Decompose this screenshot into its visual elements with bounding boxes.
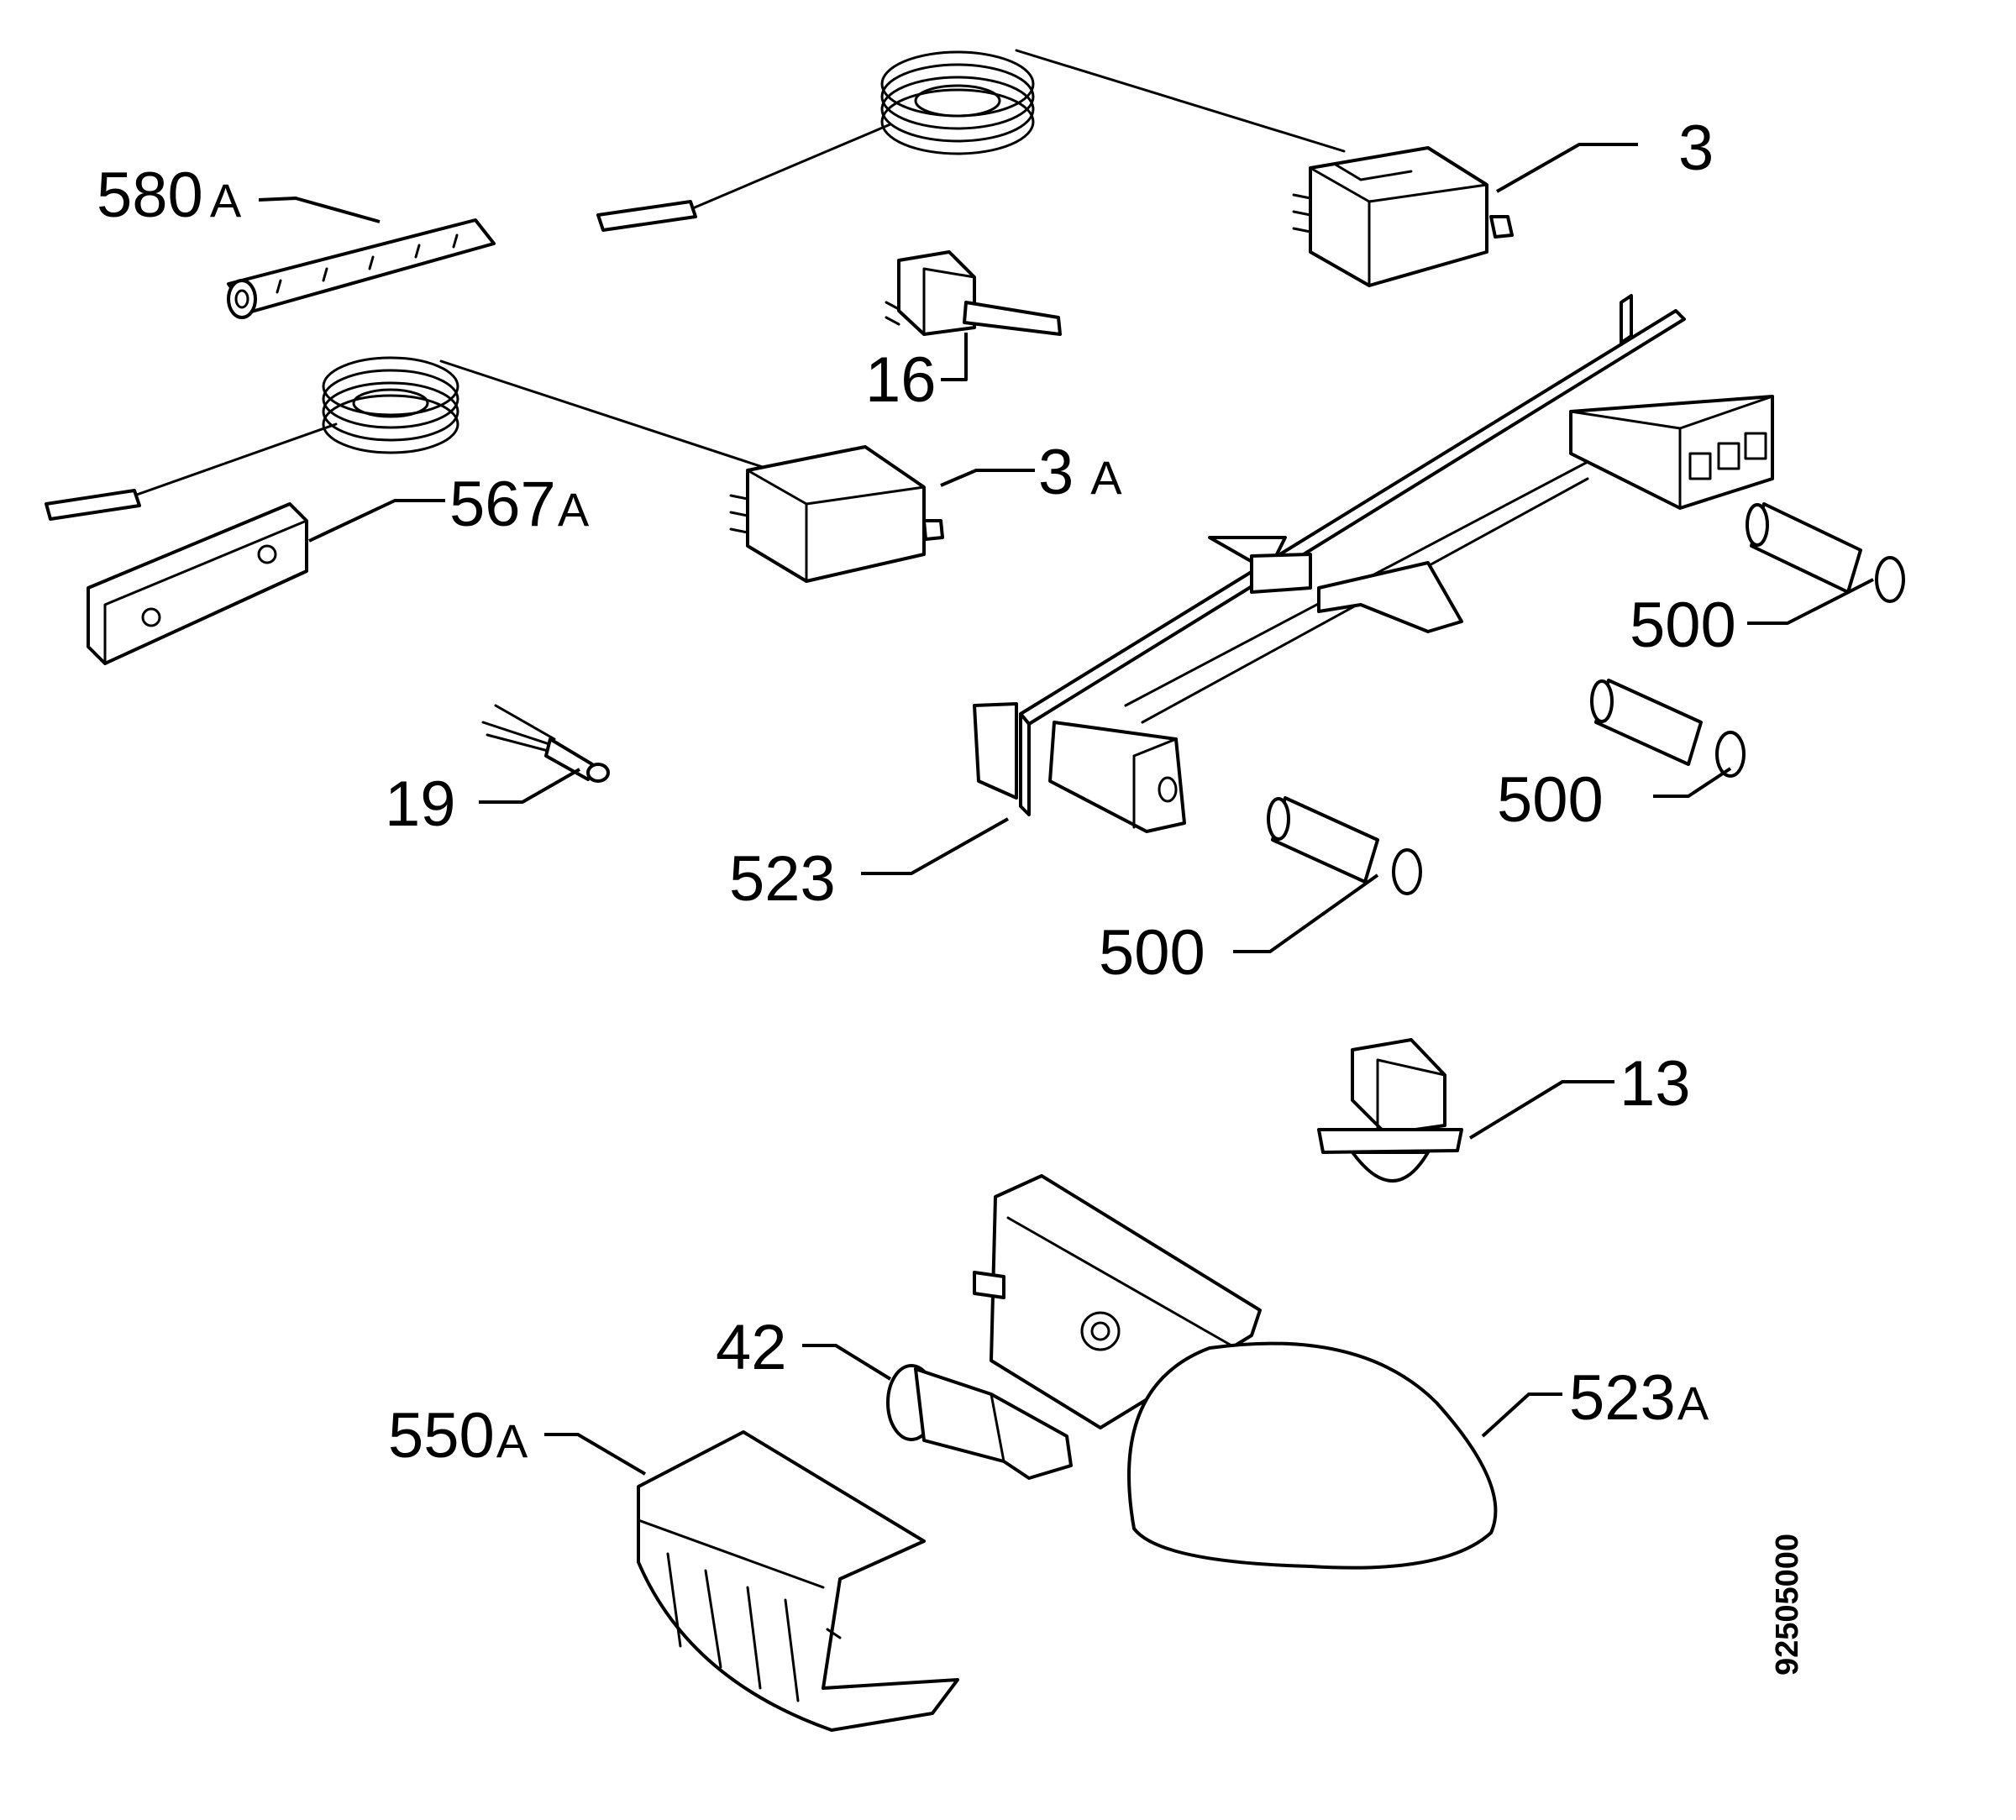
part-16-switch: [885, 250, 1062, 336]
leader-13: [1468, 1080, 1614, 1140]
leader-19: [479, 768, 580, 804]
callout-567a: 567A: [449, 469, 590, 540]
leader-3: [1496, 143, 1638, 193]
callout-3: 3: [1678, 113, 1714, 184]
part-3-thermostat: [596, 49, 1514, 287]
callout-16: 16: [865, 344, 937, 416]
callout-13: 13: [1620, 1048, 1691, 1120]
part-19-wire: [481, 704, 610, 783]
callout-523: 523: [729, 843, 836, 915]
leader-3a: [940, 469, 1035, 487]
callout-42: 42: [716, 1312, 787, 1383]
part-580a: [227, 218, 496, 319]
leader-16: [941, 333, 968, 381]
leader-lines: [258, 143, 1874, 1476]
leader-550a: [544, 1433, 647, 1476]
part-523a-housing: [973, 1174, 1498, 1570]
callout-523a: 523A: [1569, 1362, 1709, 1434]
leader-500a: [1747, 578, 1874, 625]
callout-500a: 500: [1630, 590, 1736, 661]
part-523-frame: [973, 294, 1774, 833]
leader-567a: [308, 499, 445, 543]
part-13-switch: [1317, 1038, 1463, 1183]
leader-42: [802, 1344, 892, 1381]
drawing-code: 92505000: [1770, 1534, 1805, 1676]
leader-500b: [1653, 767, 1732, 798]
callout-500c: 500: [1099, 917, 1205, 989]
leader-523a: [1481, 1393, 1562, 1438]
part-567a-bracket: [87, 502, 308, 665]
callout-19: 19: [385, 768, 456, 840]
part-500-a: [1746, 502, 1905, 603]
part-500-b: [1590, 679, 1746, 778]
part-500-c: [1267, 796, 1422, 895]
callout-500b: 500: [1497, 764, 1604, 836]
part-3a-thermostat: [45, 356, 944, 583]
part-42-lampholder: [886, 1364, 1073, 1480]
leader-523: [861, 817, 1009, 875]
leader-580a: [258, 197, 381, 223]
leader-500c: [1233, 873, 1379, 953]
callout-550a: 550A: [388, 1400, 528, 1471]
part-550a-cover: [637, 1430, 959, 1732]
